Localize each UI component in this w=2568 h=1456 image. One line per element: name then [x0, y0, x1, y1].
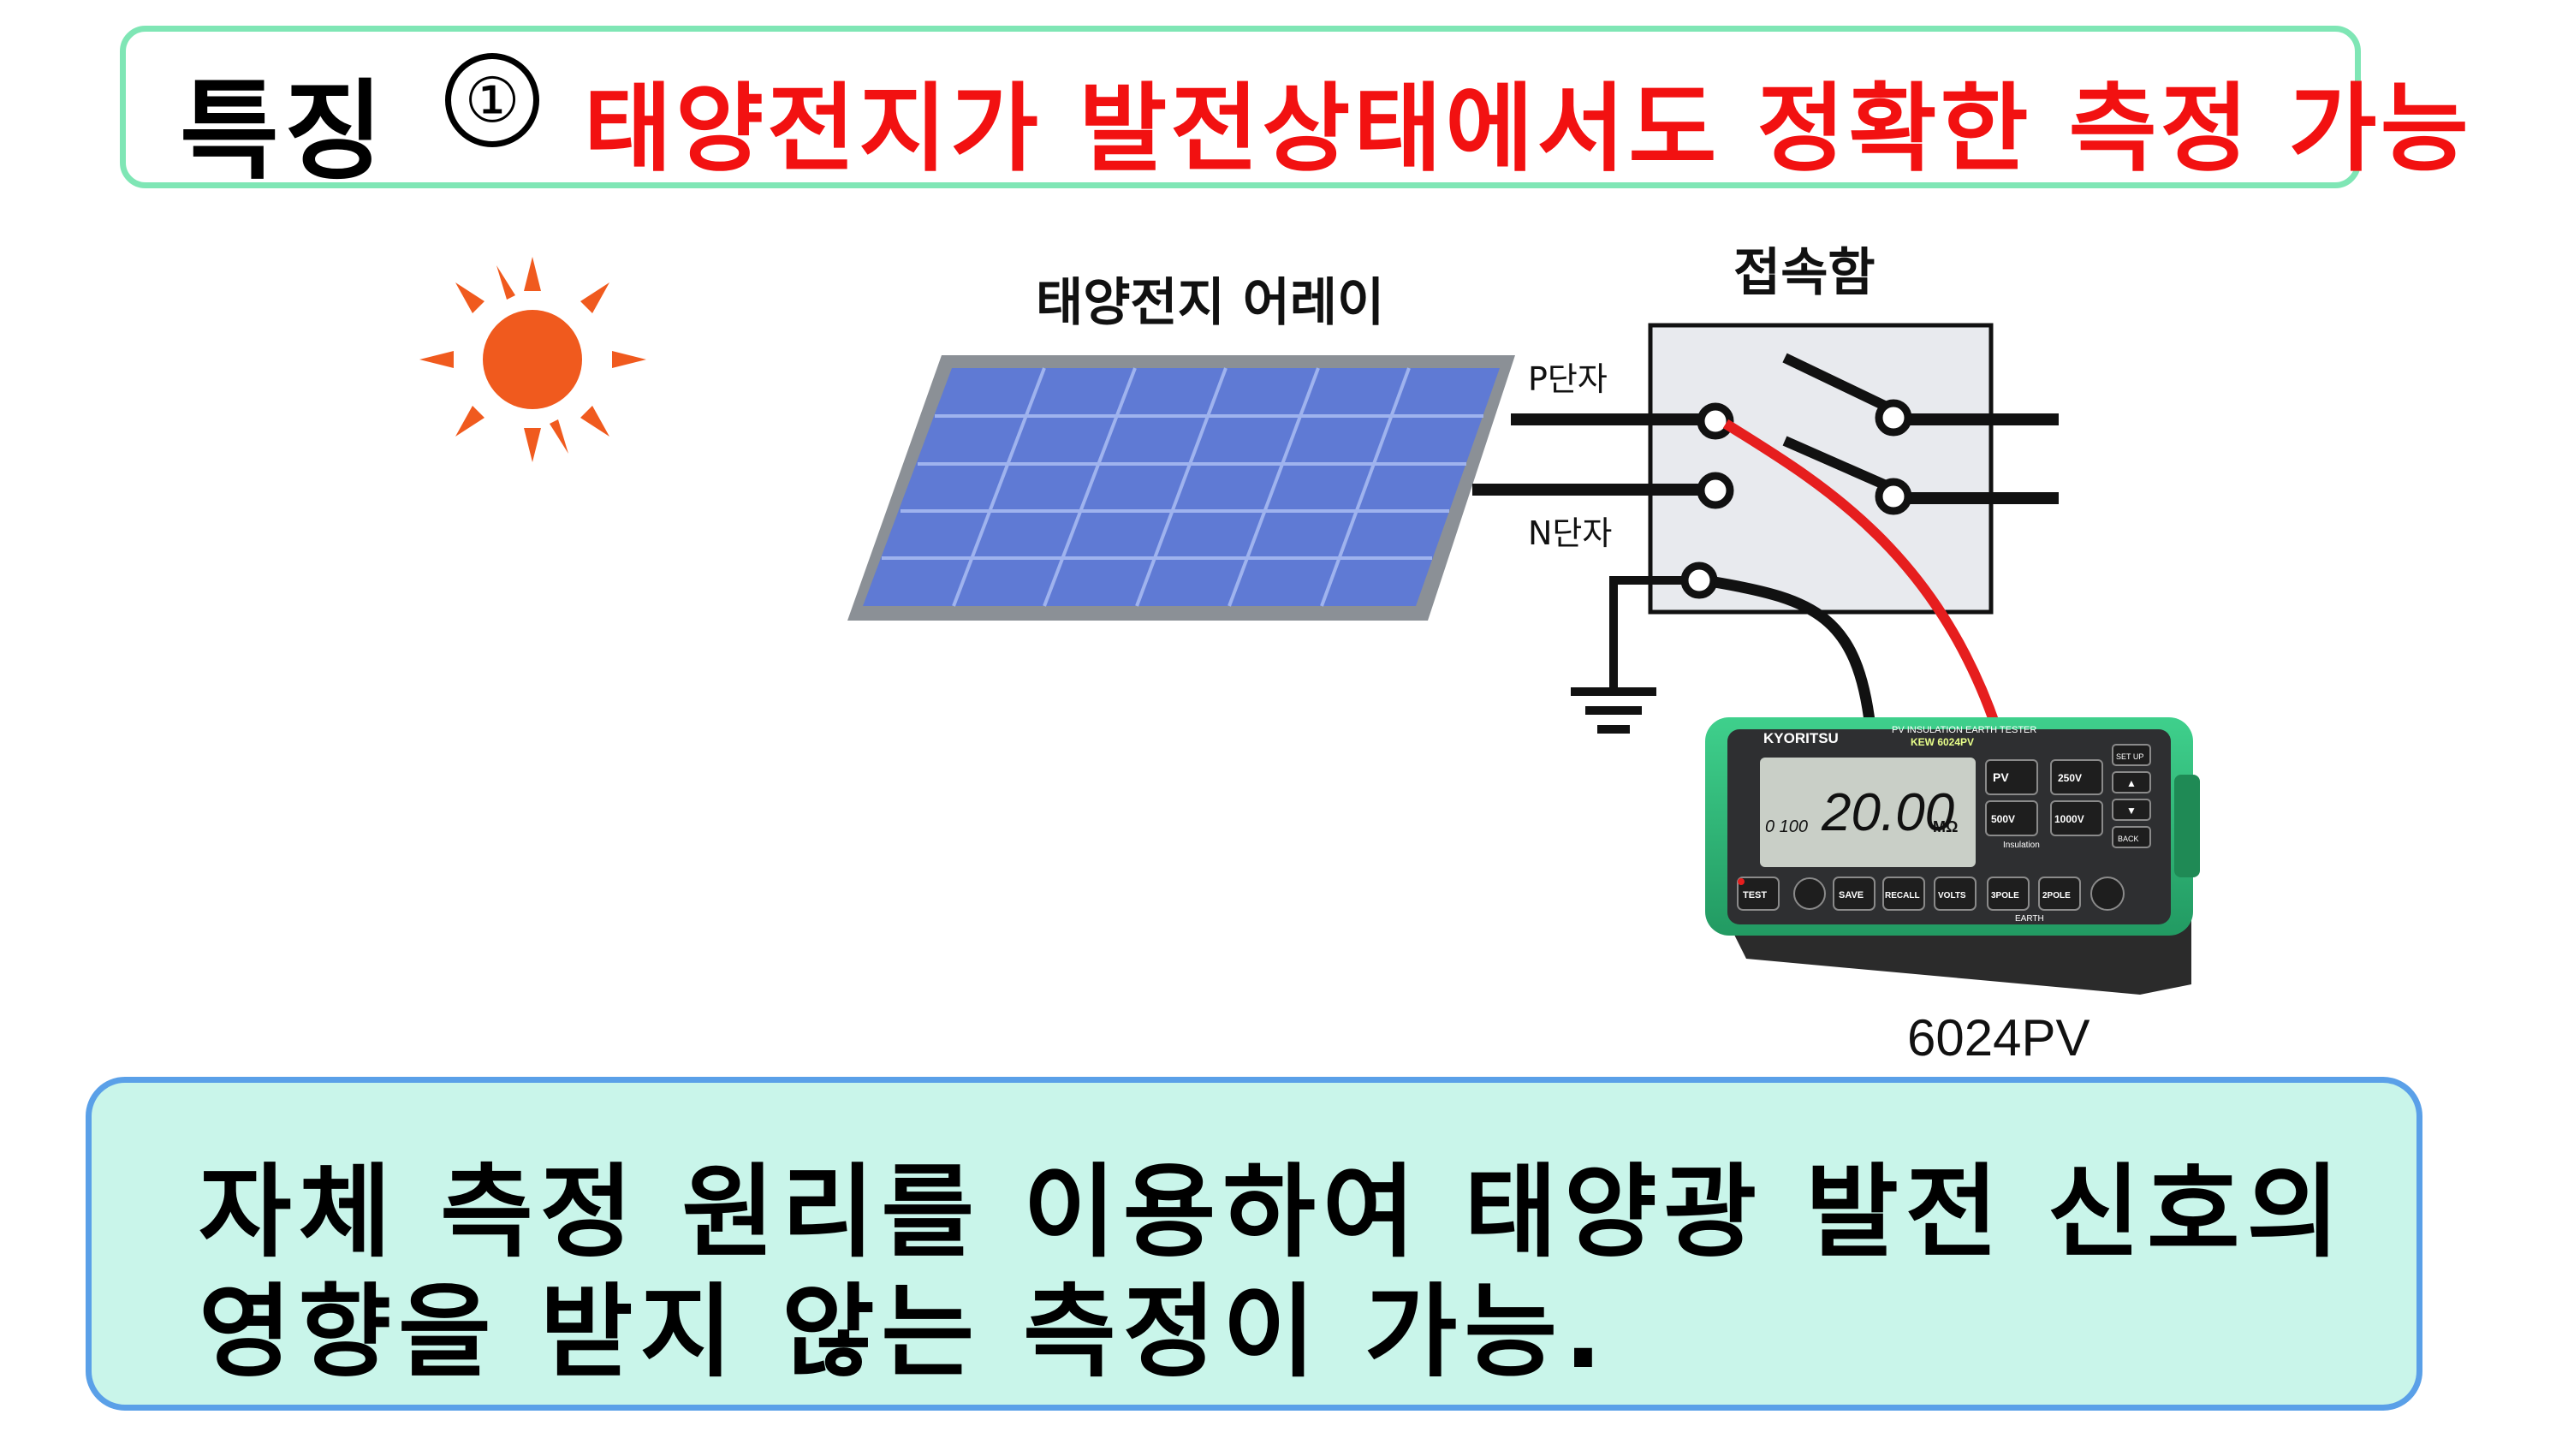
panel-wires [1472, 413, 2059, 504]
nav-button-setup: SET UP [2116, 752, 2143, 761]
title-heading: 특징 [180, 68, 389, 194]
meter-reading: 20.00 [1821, 783, 1954, 842]
meter-brand: KYORITSU [1763, 730, 1839, 746]
range-button-250v: 250V [2058, 772, 2082, 784]
meter-model-badge: KEW 6024PV [1911, 736, 1974, 748]
feature-number: ① [445, 53, 539, 147]
sun-icon [419, 257, 646, 462]
test-button: TEST [1743, 890, 1767, 900]
save-button: SAVE [1839, 890, 1864, 900]
model-label: 6024PV [1907, 1009, 2090, 1067]
2pole-button: 2POLE [2042, 891, 2071, 900]
p-terminal-label: P단자 [1528, 360, 1608, 398]
3pole-button: 3POLE [1991, 891, 2019, 900]
nav-button-down: ▼ [2126, 805, 2137, 817]
n-terminal-label: N단자 [1528, 514, 1613, 552]
range-button-500v: 500V [1991, 813, 2015, 825]
earth-label: EARTH [2015, 914, 2044, 924]
note-line-1: 자체 측정 원리를 이용하여 태양광 발전 신호의 [199, 1153, 2347, 1271]
meter-product-title: PV INSULATION EARTH TESTER [1892, 725, 2036, 735]
insulation-label: Insulation [2003, 841, 2040, 850]
terminals [1680, 399, 1912, 599]
title-description: 태양전지가 발전상태에서도 정확한 측정 가능 [584, 74, 2472, 185]
solar-array-label: 태양전지 어레이 [1036, 273, 1385, 333]
insulation-tester [1705, 717, 2200, 995]
red-test-lead [1722, 419, 2001, 729]
nav-button-back: BACK [2118, 835, 2139, 843]
switches [1782, 353, 1894, 493]
range-button-1000v: 1000V [2054, 813, 2084, 825]
meter-unit: MΩ [1933, 818, 1958, 835]
note-line-2: 영향을 받지 않는 측정이 가능. [199, 1273, 1609, 1391]
volts-button: VOLTS [1938, 891, 1966, 900]
range-button-pv: PV [1993, 770, 2009, 784]
junction-box-label: 접속함 [1733, 243, 1875, 303]
earth-ground-icon [1571, 576, 1685, 734]
meter-scale: 0 100 [1765, 817, 1808, 836]
black-test-lead [1713, 576, 1876, 728]
recall-button: RECALL [1885, 891, 1920, 900]
note-box [86, 1077, 2422, 1411]
solar-panel-icon [847, 355, 1515, 621]
nav-button-up: ▲ [2126, 777, 2137, 789]
